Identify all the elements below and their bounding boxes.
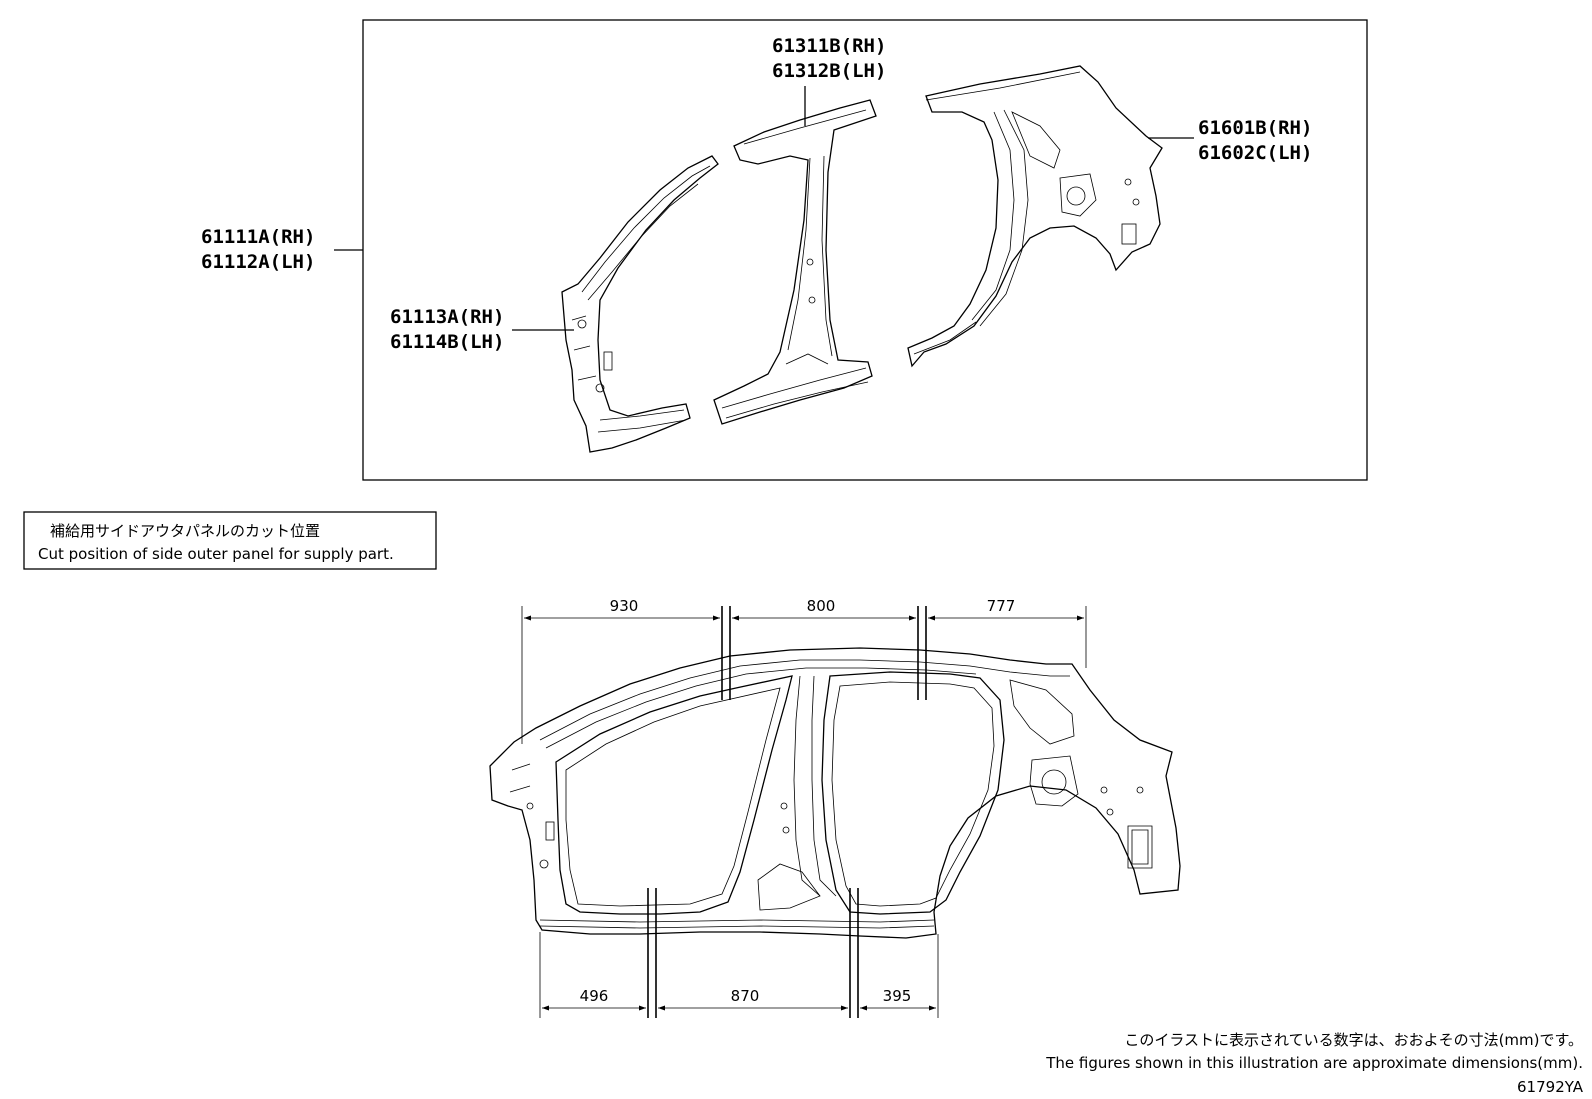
dim-label-bottom-1: 496	[580, 987, 609, 1005]
dim-label-bottom-2: 870	[731, 987, 760, 1005]
side-outer-panel-assembly	[489, 647, 1181, 939]
top-cut-lines	[721, 606, 927, 700]
part-number-lower-front-rh: 61113A(RH)	[390, 306, 504, 328]
center-pillar-part	[713, 99, 877, 425]
cut-note-jp: 補給用サイドアウタパネルのカット位置	[50, 522, 320, 540]
dim-label-bottom-3: 395	[883, 987, 912, 1005]
front-pillar-part	[561, 155, 719, 453]
dim-label-top-1: 930	[610, 597, 639, 615]
cut-note-en: Cut position of side outer panel for sup…	[38, 545, 394, 563]
quarter-panel-part	[907, 65, 1163, 368]
footer-note-jp: このイラストに表示されている数字は、おおよその寸法(mm)です。	[1124, 1031, 1583, 1049]
part-number-center-pillar-rh: 61311B(RH)	[772, 35, 886, 57]
exploded-view-frame	[362, 19, 1368, 481]
part-number-quarter-panel-rh: 61601B(RH)	[1198, 117, 1312, 139]
bottom-cut-lines	[647, 888, 859, 1018]
part-number-front-pillar-rh: 61111A(RH)	[201, 226, 315, 248]
dim-label-top-2: 800	[807, 597, 836, 615]
part-number-quarter-panel-lh: 61602C(LH)	[1198, 142, 1312, 164]
part-number-front-pillar-lh: 61112A(LH)	[201, 251, 315, 273]
part-number-lower-front-lh: 61114B(LH)	[390, 331, 504, 353]
footer-note-en: The figures shown in this illustration a…	[1045, 1054, 1583, 1072]
part-number-center-pillar-lh: 61312B(LH)	[772, 60, 886, 82]
illustration-code: 61792YA	[1517, 1078, 1584, 1096]
dim-label-top-3: 777	[987, 597, 1016, 615]
cut-note-box	[23, 511, 437, 570]
